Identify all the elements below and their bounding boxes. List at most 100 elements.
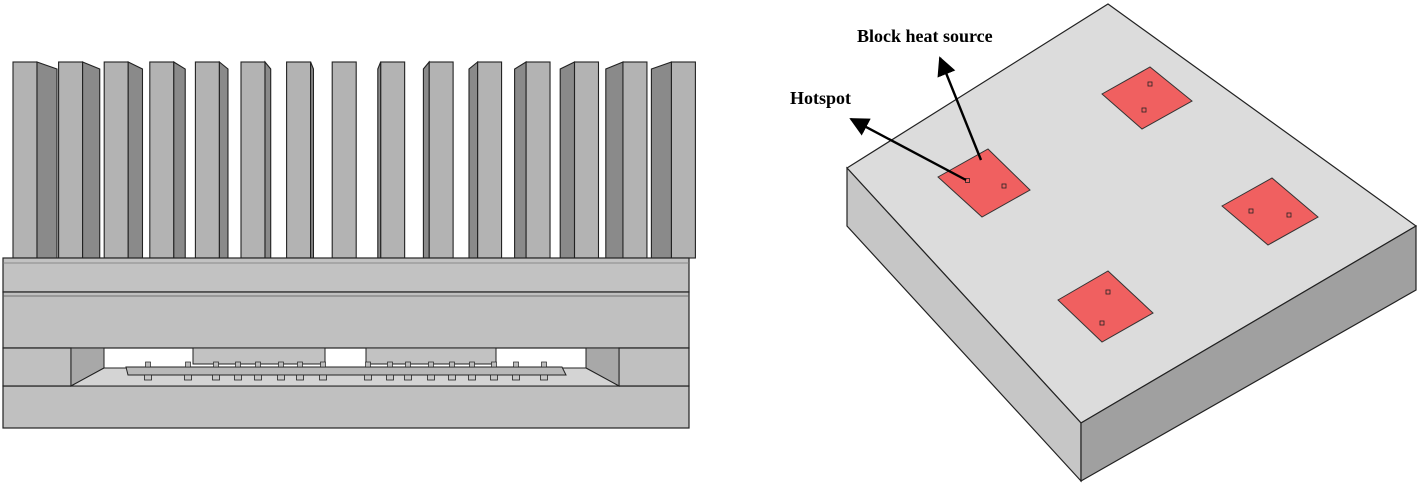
micro-bump — [185, 361, 191, 368]
solder-bump — [427, 374, 435, 381]
fin — [377, 61, 406, 259]
substrate-slab: Block heat source Hotspot — [790, 3, 1417, 483]
fin-front-face — [286, 61, 312, 259]
fin-side-face — [422, 60, 430, 259]
fin — [286, 61, 315, 259]
micro-bump — [491, 361, 497, 368]
fin-front-face — [622, 61, 648, 259]
micro-bump — [145, 361, 151, 368]
fin-side-face — [173, 61, 186, 259]
solder-bump — [364, 374, 372, 381]
fin-side-face — [559, 61, 576, 259]
micro-bump — [541, 361, 547, 368]
solder-bump — [296, 374, 304, 381]
fin-front-face — [670, 61, 696, 259]
fin-front-face — [103, 61, 129, 259]
micro-bump — [405, 361, 411, 368]
fin-front-face — [58, 61, 84, 259]
hotspot-marker — [1147, 81, 1153, 87]
solder-bumps — [144, 361, 548, 381]
fin-side-face — [377, 61, 382, 259]
fin — [240, 60, 272, 259]
micro-bump — [320, 361, 326, 368]
fin-side-face — [650, 61, 672, 259]
block-heat-source-1 — [937, 148, 1031, 218]
fin — [468, 60, 503, 259]
solder-bump — [184, 374, 192, 381]
block-heat-source-2 — [1101, 66, 1193, 130]
fin-front-face — [428, 61, 454, 259]
hotspot-arrow — [849, 117, 967, 182]
fin-front-face — [573, 61, 600, 259]
micro-bump — [428, 361, 434, 368]
fin — [12, 61, 58, 259]
solder-bump — [540, 374, 548, 381]
solder-bump — [386, 374, 394, 381]
block-heat-source-4 — [1057, 270, 1154, 343]
solder-bump — [319, 374, 327, 381]
micro-bump — [255, 361, 261, 368]
heat-source-square — [1221, 177, 1319, 246]
solder-bump — [254, 374, 262, 381]
hotspot-marker — [1001, 183, 1007, 189]
fin-side-face — [36, 61, 58, 259]
micro-bump — [449, 361, 455, 368]
right-side-wall — [618, 347, 690, 387]
circuit-board — [125, 366, 567, 376]
solder-bump — [404, 374, 412, 381]
fin-front-face — [380, 61, 406, 259]
heat-source-square — [937, 148, 1031, 218]
fin — [103, 61, 144, 259]
fin — [331, 61, 357, 259]
block-heat-source-arrow — [937, 56, 983, 161]
block-heat-source-label: Block heat source — [857, 26, 993, 46]
solder-bump — [512, 374, 520, 381]
hotspot-marker — [1099, 320, 1105, 326]
fin — [149, 61, 186, 259]
fin — [58, 61, 101, 259]
hotspot-marker — [1248, 208, 1254, 214]
micro-bump — [387, 361, 393, 368]
fin-front-face — [525, 61, 551, 259]
slab-right-face — [1080, 224, 1417, 483]
micro-bump — [365, 361, 371, 368]
fin-front-face — [477, 61, 503, 259]
fin-side-face — [264, 60, 272, 259]
micro-bump — [469, 361, 475, 368]
chip-package-left — [192, 347, 326, 365]
block-heat-source-3 — [1221, 177, 1319, 246]
fin-side-face — [605, 61, 624, 259]
fin-front-face — [331, 61, 357, 259]
fin — [650, 61, 696, 259]
fin-side-face — [468, 60, 479, 259]
fin-front-face — [194, 61, 220, 259]
solder-bump — [468, 374, 476, 381]
solder-bump — [212, 374, 220, 381]
fin-side-face — [82, 61, 101, 259]
chip-package-right — [365, 347, 497, 365]
solder-bump — [234, 374, 242, 381]
hotspot-marker — [1286, 212, 1292, 218]
fin-side-face — [310, 61, 315, 259]
hotspot-label: Hotspot — [790, 88, 851, 108]
fin-side-face — [127, 61, 144, 259]
hotspot-marker — [1105, 289, 1111, 295]
middle-plate — [2, 291, 690, 349]
micro-bump — [513, 361, 519, 368]
micro-bump — [213, 361, 219, 368]
fin-side-face — [218, 60, 229, 259]
fin — [422, 60, 454, 259]
heat-source-square — [1057, 270, 1154, 343]
solder-bump — [448, 374, 456, 381]
fin-front-face — [12, 61, 38, 259]
fin-side-face — [514, 61, 527, 259]
fin — [559, 61, 600, 259]
fin-front-face — [240, 61, 266, 259]
fin — [514, 61, 551, 259]
hotspot-marker — [1141, 107, 1147, 113]
bottom-plate — [2, 385, 690, 429]
left-side-wall — [2, 347, 72, 387]
solder-bump — [144, 374, 152, 381]
heat-sink-fins — [12, 60, 696, 259]
